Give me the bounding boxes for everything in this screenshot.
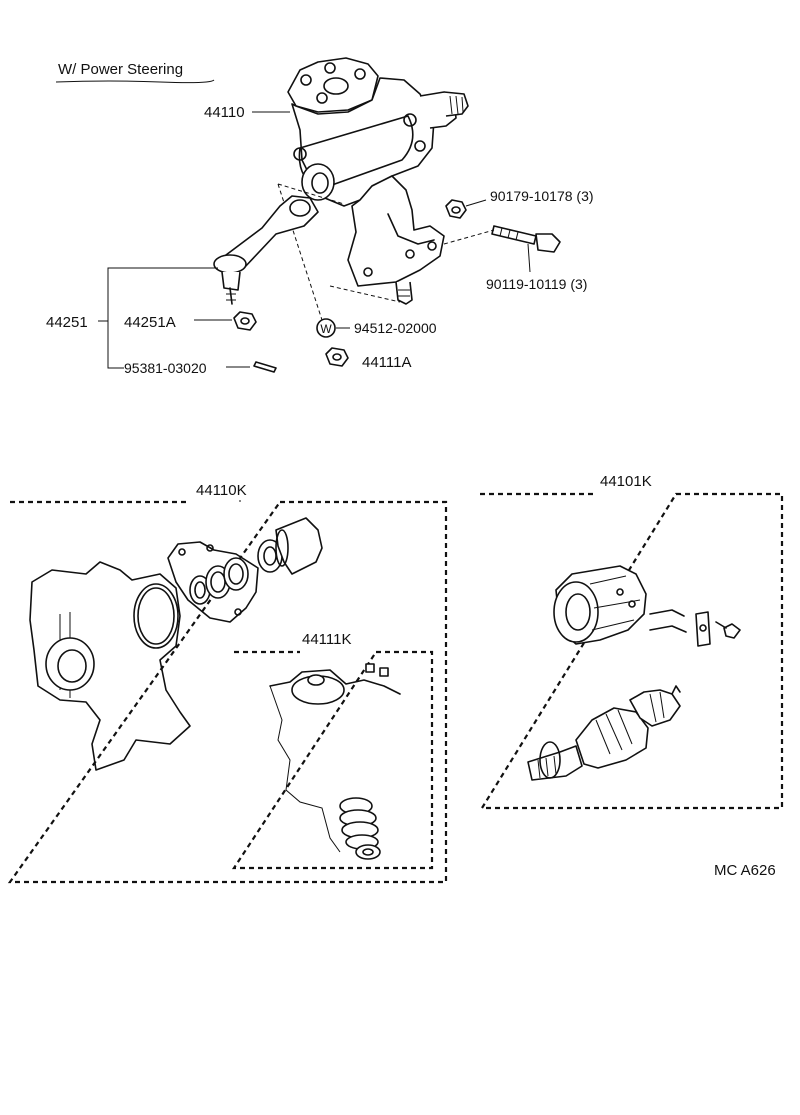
figure-code: MC A626 bbox=[714, 862, 776, 879]
gear-housing-outline bbox=[29, 561, 191, 771]
washer-symbol: W bbox=[320, 322, 332, 336]
part-label-94512: 94512-02000 bbox=[354, 320, 437, 336]
part-label-95381: 95381-03020 bbox=[124, 360, 207, 376]
kit-44111k-border bbox=[231, 650, 434, 870]
valve-small-parts bbox=[649, 609, 741, 647]
valve-body bbox=[553, 565, 647, 645]
kit-44101k-border bbox=[480, 492, 784, 810]
part-label-90179: 90179-10178 (3) bbox=[490, 188, 594, 204]
part-label-90119: 90119-10119 (3) bbox=[486, 276, 587, 292]
kit-44110k-border bbox=[7, 500, 448, 884]
part-label-44111a: 44111A bbox=[362, 354, 412, 371]
kit-label-44111k: 44111K bbox=[302, 631, 352, 648]
washer-symbol-circle bbox=[316, 318, 336, 338]
castle-nut-44251a bbox=[233, 311, 257, 331]
pitman-arm bbox=[213, 195, 319, 305]
part-label-44251: 44251 bbox=[46, 314, 88, 331]
nut-90179-10178 bbox=[445, 199, 467, 219]
title-underline bbox=[55, 79, 215, 84]
kit-label-44101k: 44101K bbox=[600, 473, 652, 490]
group-bracket bbox=[107, 267, 218, 369]
section-title: W/ Power Steering bbox=[58, 61, 183, 78]
part-label-44110: 44110 bbox=[204, 104, 245, 121]
cotter-pin bbox=[253, 361, 277, 373]
dust-boot bbox=[275, 517, 323, 575]
kit-label-44110k: 44110K bbox=[196, 482, 247, 499]
seal-rings bbox=[189, 539, 283, 605]
bolt-90119-10119 bbox=[491, 225, 561, 253]
part-label-44251a: 44251A bbox=[124, 314, 176, 331]
sub-seal-stack bbox=[339, 797, 381, 860]
pinion-shaft bbox=[527, 685, 681, 781]
steering-gear-assembly bbox=[287, 57, 469, 305]
sub-housing-outline bbox=[269, 663, 401, 853]
nut-44111a bbox=[325, 347, 349, 367]
valve-housing-outline bbox=[167, 541, 259, 623]
